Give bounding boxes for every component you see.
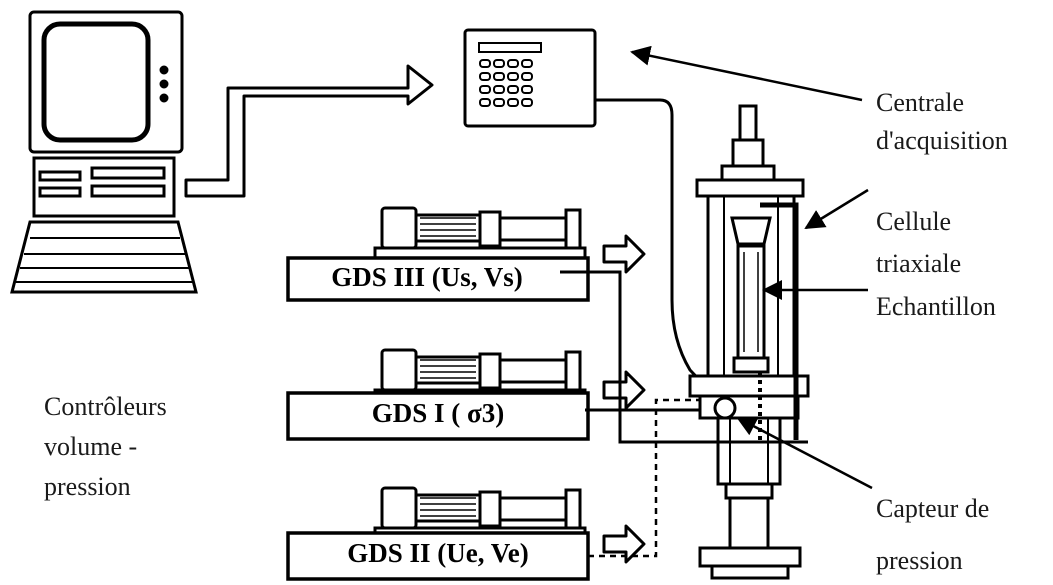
label-centrale-line1: Centrale <box>876 88 965 117</box>
cell-drain-line <box>760 202 799 440</box>
data-flow-arrow <box>184 64 434 198</box>
gds-iii-pump <box>286 206 590 302</box>
capteur-leader <box>736 416 873 490</box>
label-capteur-line1: Capteur de <box>876 494 990 523</box>
gds-i-arrow <box>602 370 646 410</box>
label-echantillon: Echantillon <box>876 292 996 321</box>
gds-ii-pump <box>286 486 590 581</box>
label-capteur-line2: pression <box>876 546 963 575</box>
gds-ii-arrow <box>602 524 646 564</box>
gds-i-label: GDS I ( σ3) <box>371 398 505 428</box>
triaxial-cell-icon <box>688 104 810 580</box>
acquisition-unit-icon <box>463 28 597 128</box>
gds-iii-arrow <box>602 234 646 274</box>
gds-ii-dashed-line <box>588 398 700 558</box>
label-cellule-line2: triaxiale <box>876 249 962 278</box>
label-controleurs-line2: volume - <box>44 432 138 461</box>
label-controleurs-line3: pression <box>44 472 131 501</box>
label-centrale-line2: d'acquisition <box>876 126 1008 155</box>
label-controleurs-line1: Contrôleurs <box>44 392 167 421</box>
label-cellule-line1: Cellule <box>876 207 952 236</box>
gds-iii-line <box>560 270 808 444</box>
gds-iii-label: GDS III (Us, Vs) <box>331 262 523 292</box>
gds-ii-label: GDS II (Ue, Ve) <box>347 538 529 568</box>
sensor-cable <box>595 98 730 412</box>
computer-icon <box>10 10 198 294</box>
centrale-leader <box>630 45 863 102</box>
cellule-leader <box>804 188 869 230</box>
gds-i-pump <box>286 348 590 441</box>
